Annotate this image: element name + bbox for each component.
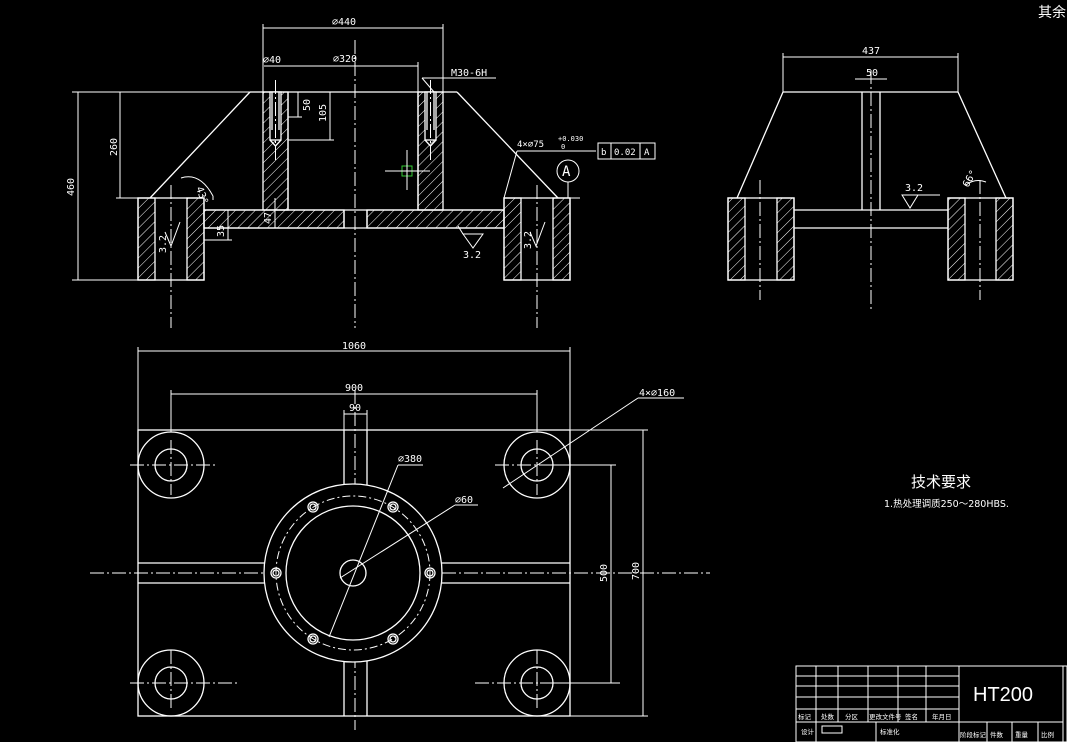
- dim-top-flange: ⌀380: [398, 454, 422, 465]
- gdt-symbol: b: [601, 148, 606, 158]
- title-block: [795, 665, 1067, 742]
- hole-tol-upper: +0.030: [558, 135, 583, 143]
- tb-standard: 标准化: [880, 727, 900, 736]
- dim-top-corner-holes: 4×⌀160: [639, 388, 675, 399]
- dim-top-hole-spacing: 900: [345, 383, 363, 394]
- dim-top-width: 700: [631, 562, 642, 580]
- roughness-right: 3.2: [523, 231, 534, 249]
- tech-req-item: 1.热处理调质250～280HBS.: [884, 498, 1009, 510]
- top-view: [137, 429, 571, 717]
- roughness-center: 3.2: [463, 250, 481, 261]
- top-dimensions: [137, 347, 684, 717]
- dim-top-length: 1060: [342, 341, 366, 352]
- flange-bore: [285, 505, 421, 641]
- gdt-frame: [597, 142, 656, 160]
- dim-side-web: 50: [866, 68, 878, 79]
- corner-text: 其余: [1038, 4, 1066, 21]
- dim-front-depth-50: 50: [302, 99, 313, 111]
- tech-req-title: 技术要求: [911, 473, 971, 491]
- dim-front-thread: M30-6H: [451, 68, 487, 79]
- datum-label: A: [562, 164, 571, 180]
- tb-label-2: 分区: [845, 712, 859, 721]
- tb-weight: 重量: [1015, 731, 1029, 739]
- side-view: [727, 91, 1014, 281]
- dim-front-overall-width: ⌀440: [332, 17, 356, 28]
- gdt-tolerance: 0.02: [614, 148, 636, 158]
- dim-side-angle: 66°: [961, 168, 980, 189]
- tb-label-1: 处数: [821, 712, 835, 721]
- roughness-side: 3.2: [905, 183, 923, 194]
- tb-label-0: 标记: [798, 712, 812, 721]
- roughness-left: 3.2: [158, 235, 169, 253]
- dim-front-height-total: 460: [66, 178, 77, 196]
- dim-top-slot: 90: [349, 403, 361, 414]
- dim-top-hole-spacing-v: 500: [599, 564, 610, 582]
- dim-front-small-bore: ⌀40: [263, 55, 281, 66]
- flange-outer: [263, 483, 443, 663]
- hole-note: 4×⌀75: [517, 140, 544, 150]
- dim-front-height-upper: 260: [109, 138, 120, 156]
- dim-side-width: 437: [862, 46, 880, 57]
- side-dimensions: [782, 53, 987, 186]
- corner-hole-bl: [137, 649, 205, 717]
- tb-design: 设计: [801, 727, 815, 736]
- tb-label-4: 签名: [905, 712, 918, 721]
- tb-scale: 比例: [1041, 730, 1054, 739]
- center-hole: [339, 559, 367, 587]
- roughness-symbols: [164, 194, 940, 249]
- dim-front-bore: ⌀320: [333, 54, 357, 65]
- material-label: HT200: [973, 684, 1033, 706]
- tb-stage-mark: 阶段标记: [960, 730, 987, 739]
- hole-callout: [503, 142, 656, 199]
- dim-front-rib-35: 35: [216, 225, 227, 237]
- gdt-datum: A: [644, 148, 650, 158]
- dim-front-depth-105: 105: [318, 104, 329, 122]
- dim-top-center-hole: ⌀60: [455, 495, 473, 506]
- dim-front-rib-47: 47: [263, 212, 274, 224]
- tb-label-3: 更改文件号: [869, 712, 902, 721]
- front-dimensions: [72, 24, 496, 281]
- front-view: [137, 91, 571, 281]
- hole-tol-lower: 0: [561, 143, 565, 151]
- tb-label-5: 年月日: [932, 712, 952, 721]
- front-dim-texts: ⌀440 ⌀320 ⌀40 M30-6H 460 260 50 105 43° …: [66, 17, 487, 237]
- tb-count: 件数: [990, 730, 1004, 739]
